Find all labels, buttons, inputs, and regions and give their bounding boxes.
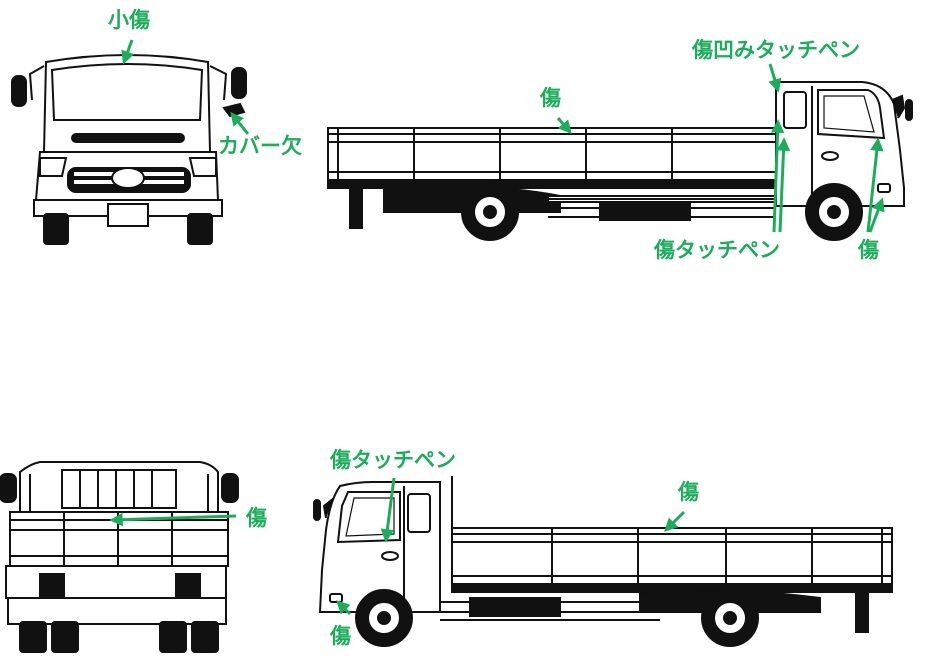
label-left-bumper: 傷: [330, 624, 351, 648]
arrow-left-touch: [380, 477, 396, 543]
arrow-right-side-body: [866, 137, 884, 233]
truck-right-side-view: [327, 81, 913, 241]
arrow-left-bumper: [336, 600, 352, 616]
truck-left-side-view: [313, 476, 893, 647]
label-right-body: 傷: [540, 86, 561, 110]
arrow-right-touch-2: [776, 137, 791, 233]
label-left-touch: 傷タッチペン: [330, 448, 456, 472]
truck-rear-view: [0, 461, 239, 653]
label-front-scratch: 小傷: [108, 8, 150, 32]
label-right-dent: 傷凹みタッチペン: [692, 38, 860, 62]
label-rear-scratch: 傷: [246, 506, 267, 530]
arrow-front-scratch: [121, 39, 135, 65]
label-front-cover: カバー欠: [218, 134, 302, 158]
label-right-bumper: 傷: [858, 238, 879, 262]
label-right-touch: 傷タッチペン: [654, 238, 780, 262]
arrow-front-cover: [230, 111, 250, 135]
arrow-right-dent: [768, 63, 782, 93]
arrow-rear-scratch: [109, 512, 237, 527]
arrow-left-body: [664, 510, 686, 532]
truck-front-view: [11, 54, 247, 245]
label-left-body: 傷: [678, 480, 699, 504]
arrow-right-body: [556, 117, 572, 135]
arrow-right-bumper: [868, 197, 885, 233]
